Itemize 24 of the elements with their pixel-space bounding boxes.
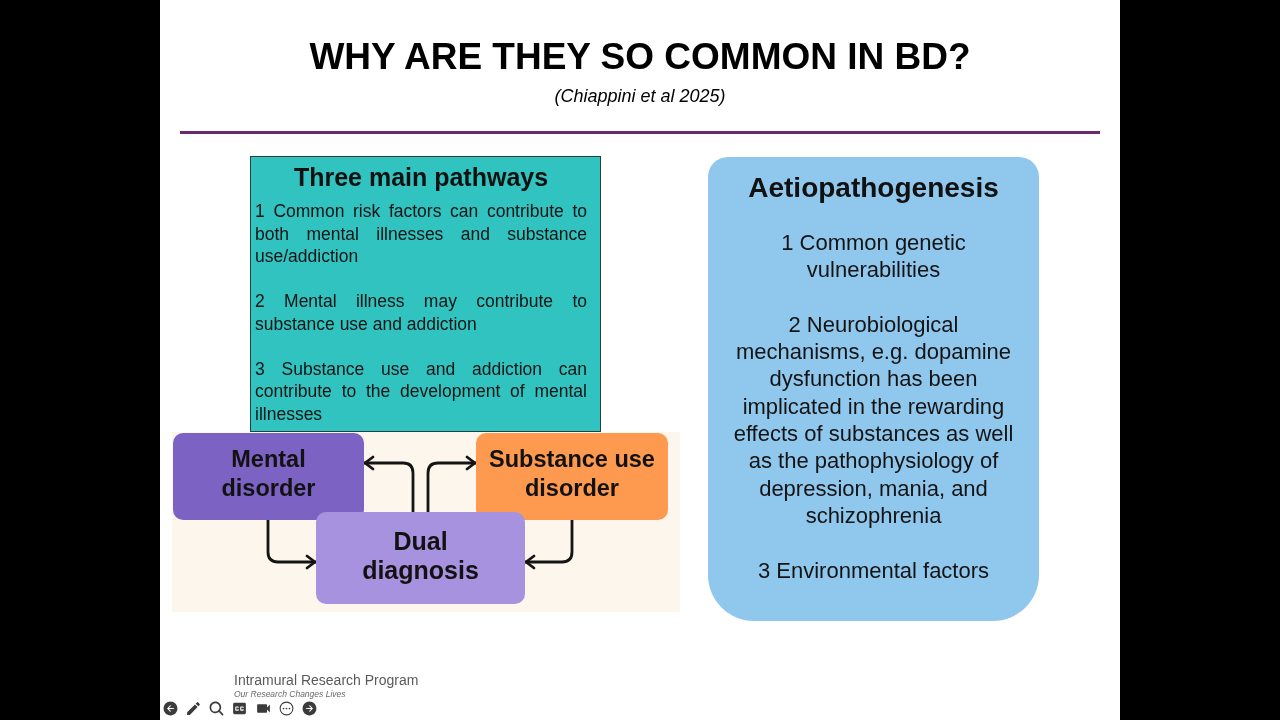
footer-text: Intramural Research Program bbox=[234, 672, 419, 689]
card-text: 3 Environmental factors bbox=[756, 556, 991, 584]
node-label: Dual diagnosis bbox=[361, 526, 480, 585]
arrow bbox=[524, 520, 574, 570]
node-label: Mental disorder bbox=[220, 445, 317, 503]
card-text: 2 Neurobiological mechanisms, e.g. dopamine dysfunction has been implicated in the rewarding effects of substances as well as the pathophysiology of depression, mania, and schizophrenia bbox=[732, 310, 1015, 530]
process-box bbox=[476, 433, 668, 520]
card-text: 2 Mental illness may contribute to substance use and addiction bbox=[255, 290, 587, 335]
card-heading: Three main pathways bbox=[293, 162, 549, 192]
info-card bbox=[250, 156, 601, 432]
process-box bbox=[316, 512, 525, 604]
arrow bbox=[266, 520, 317, 570]
tagline: Our Research Changes Lives bbox=[234, 689, 346, 699]
node-label: Substance use disorder bbox=[488, 445, 656, 503]
process-box bbox=[173, 433, 364, 520]
card-text: 1 Common genetic vulnerabilities bbox=[780, 229, 967, 284]
arrow bbox=[363, 455, 415, 512]
info-card bbox=[708, 157, 1039, 621]
card-text: 1 Common risk factors can contribute to both mental illnesses and substance use/addiction bbox=[255, 200, 587, 268]
slide-title: WHY ARE THEY SO COMMON IN BD? bbox=[309, 36, 971, 78]
card-heading: Aetiopathogenesis bbox=[748, 171, 999, 205]
card-text: 3 Substance use and addiction can contribute to the development of mental illnesses bbox=[255, 357, 587, 425]
citation: (Chiappini et al 2025) bbox=[554, 85, 726, 107]
arrow bbox=[426, 455, 477, 512]
